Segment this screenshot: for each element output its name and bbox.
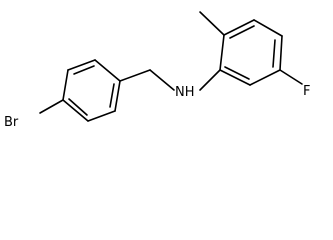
- ring-a-bond-5: [62, 99, 89, 122]
- molecule-structure-diagram: Br NH F: [4, 11, 310, 130]
- ring-b-double-1: [229, 25, 255, 39]
- bond-nh-to-ring: [199, 69, 221, 91]
- bond-ring-to-ch2: [119, 69, 151, 82]
- ring-b-bond-2: [223, 19, 255, 36]
- atom-label-f: F: [303, 84, 310, 99]
- bond-ring-to-f: [279, 69, 303, 85]
- bond-ring-to-methyl: [199, 11, 225, 36]
- ring-b-bond-3: [253, 19, 283, 37]
- fluorotoluidine-ring: [219, 19, 283, 86]
- ring-a-bond-1: [67, 59, 96, 71]
- ring-a-bond-4: [87, 110, 116, 122]
- ring-a-double-3: [68, 98, 88, 116]
- bond-ring-to-br: [39, 99, 64, 114]
- bromophenyl-ring: [62, 59, 121, 122]
- atom-label-nh: NH: [175, 85, 195, 100]
- bond-ch2-to-nh: [149, 69, 175, 91]
- ring-a-bond-6: [62, 69, 69, 101]
- atom-label-br: Br: [4, 115, 19, 130]
- ring-b-double-3: [224, 66, 250, 80]
- ring-a-double-2: [109, 83, 115, 108]
- ring-b-bond-5: [249, 69, 281, 86]
- ring-b-bond-6: [219, 69, 251, 86]
- ring-b-bond-4: [279, 35, 283, 71]
- ring-a-bond-2: [94, 59, 121, 82]
- ring-b-double-2: [272, 39, 276, 68]
- ring-b-bond-1: [219, 34, 225, 71]
- ring-a-double-1: [73, 65, 95, 75]
- ring-a-bond-3: [114, 80, 121, 112]
